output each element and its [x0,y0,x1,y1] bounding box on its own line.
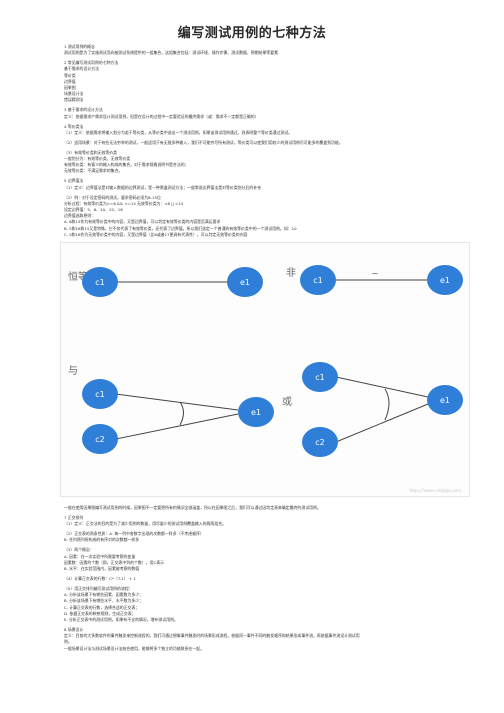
text-line: （1）定义：正交法的目的是为了减少用例的数量，用尽量少的测试用例覆盖输入的两两组… [64,521,226,527]
edge-and-2 [115,413,239,440]
text-line: A. 因素：在一次实验中所需要考察的变量 [64,553,136,559]
text-line: 边界值选取原则： [64,213,96,219]
text-line: B. 水平：在实验范围内，因素被考察的数值 [64,566,140,572]
text-line: （3）有效等价类和无效等价类 [64,149,118,155]
text-line: 等价类 [64,72,76,78]
text-line: 因素数：因素的个数（即，正交表中列的个数），用C表示 [64,559,164,565]
text-line: （3）两个概念： [64,547,94,553]
node-e1-not: e1 [427,265,463,295]
text-line: C. 计算正交表的行数，选择合适的正交表； [64,604,140,610]
text-line: 1 测试用例的概念 [64,44,95,49]
node-c1-not: c1 [300,265,336,295]
text-line: 一般在使用因果图编写测试用例的时候，因果图不一定要把所有的情况全部涵盖，所以在因… [64,505,321,510]
cause-effect-diagram: 恒等 c1 e1 非 ~ c1 e1 与 [60,242,470,497]
node-label: c1 [313,276,323,285]
text-line: 定义：目前的大多数软件的事件触发来控制流程的，我们可通过想象事件触发时的场景形成… [64,633,360,639]
text-line: （2）例：对于设定密码的测试，要求密码必须为6-15位 [64,194,161,200]
text-line: （2）正交表的两条性质：A. 每一列中各数字出现的次数都一样多（不考虑顺序） [64,531,204,537]
text-line: （1）定义：依据需求将输入划分为若干等价类，从等价类中选出一个测试用例，如果该测… [64,129,293,135]
text-line: （2）适用场景：对于有些无法穷举的测试，一般适用于有无限多种输入，我们不可能穷尽… [64,139,343,145]
edge-or-2 [335,403,429,443]
text-line: 边界值 [64,78,76,84]
text-line: （5）用正交排列编写测试用例的流程： [64,586,133,592]
text-line: 2 常见编写测试用例的七种方法 [64,60,119,66]
node-label: e1 [440,396,450,405]
text-line: （1）定义：边界值法是对输入数据的边界测试，是一种黑盒测试方法；一般常说边界值法… [64,184,262,190]
text-line: 设定边界值：5、6、10、15、16 [64,207,123,213]
node-label: c1 [95,390,105,399]
edge-and-1 [115,393,239,411]
text-line: 测试用例是为了实施测试而向被测试系统提供的一组集合，这组集合包括：测试环境、操作… [64,50,278,56]
node-c1-or: c1 [302,362,338,392]
diagram-watermark: https://www.cnblogs.com/... [410,488,466,493]
text-line: 有效等价类：有意义的输入构成的集合，对于需求规格说明书是合法的； [64,162,189,168]
node-c1-and: c1 [82,379,118,409]
or-arc [384,388,390,421]
text-line: 例。 [64,639,72,645]
text-line: 分析过程：有效等价类为>=6 && <=15 无效等价类为：<6 || >15 [64,200,184,206]
node-label: c2 [95,435,105,444]
text-line: B. 任何两列所构成的有序对的次数都一样多 [64,537,140,543]
text-line: 3 基于需求的设计方法 [64,107,103,113]
page-title: 编写测试用例的七种方法 [177,26,327,41]
node-label: e1 [240,278,250,287]
text-line: 错误猜测法 [64,97,84,103]
text-line: 一般场景设计法与测试场景设计法结合使用，能够将多个独立的功能联系在一起。 [64,645,205,651]
node-label: c2 [315,438,325,447]
node-label: e1 [440,276,450,285]
text-line: A. 分析该场景下有哪些因素、因素数为多少； [64,592,143,598]
label-not: 非 [286,267,296,279]
text-line: 基于需求的设计方法 [64,66,100,72]
node-e1-or: e1 [427,385,463,415]
text-line: 4 等价类法 [64,123,84,129]
node-c2-and: c2 [82,424,118,454]
diagram-svg: 恒等 c1 e1 非 ~ c1 e1 与 [60,242,470,497]
label-and: 与 [68,365,78,377]
label-or: 或 [282,396,292,408]
text-line: 5 边界值法 [64,178,84,184]
text-line: 场景设计法 [64,91,84,97]
text-line: 一般划分为：有效等价类、无效等价类 [64,156,131,162]
text-line: （4）计算正交表的行数：C*（T-1） + 1 [64,576,136,582]
text-line: 因果图 [64,85,76,91]
node-e1-identity: e1 [227,267,263,297]
not-symbol: ~ [372,269,379,278]
edge-or-1 [335,376,429,398]
node-c2-or: c2 [302,427,338,457]
node-e1-and: e1 [238,397,274,427]
node-label: e1 [251,408,261,417]
text-line: 无效等价类：不满足需求的集合。 [64,168,123,174]
body-text-top: 1 测试用例的概念测试用例是为了实施测试而向被测试系统提供的一组集合，这组集合包… [64,44,468,264]
node-c1-identity: c1 [82,267,118,297]
text-line: C. 5和16作为无效等价类中的内容，又是边界值（比6或者17更具有代表性），可… [64,231,248,237]
text-line: D. 依据正交表的映射规则，生成正交表； [64,610,136,616]
text-line: 7 正交排列 [64,515,84,520]
text-line: 8 场景设计 [64,627,84,633]
text-line: 定义：依据需求产需求设计测试用例，但是在设计的过程中一定要验证的最终需求（或：需… [64,113,259,119]
and-arc [179,401,184,426]
text-line: B. 5和16和15又是特殊，它不仅代表了有效等价类，还代表了边界值，所以我们选… [64,225,297,231]
text-line: E. 分析正交表中的测试用例，如果有不全的情况，增补测试用例。 [64,617,178,623]
node-label: c1 [315,373,325,382]
text-line: B. 分析该场景下有哪些水平、水平数为多少； [64,598,144,604]
body-text-bottom: 一般在使用因果图编写测试用例的时候，因果图不一定要把所有的情况全部涵盖，所以在因… [64,505,468,652]
text-line: A. 6和15作为有效等价类中的内容，又是边界值，可以判定有效等价类的内容是否满… [64,219,221,225]
node-label: c1 [95,278,105,287]
